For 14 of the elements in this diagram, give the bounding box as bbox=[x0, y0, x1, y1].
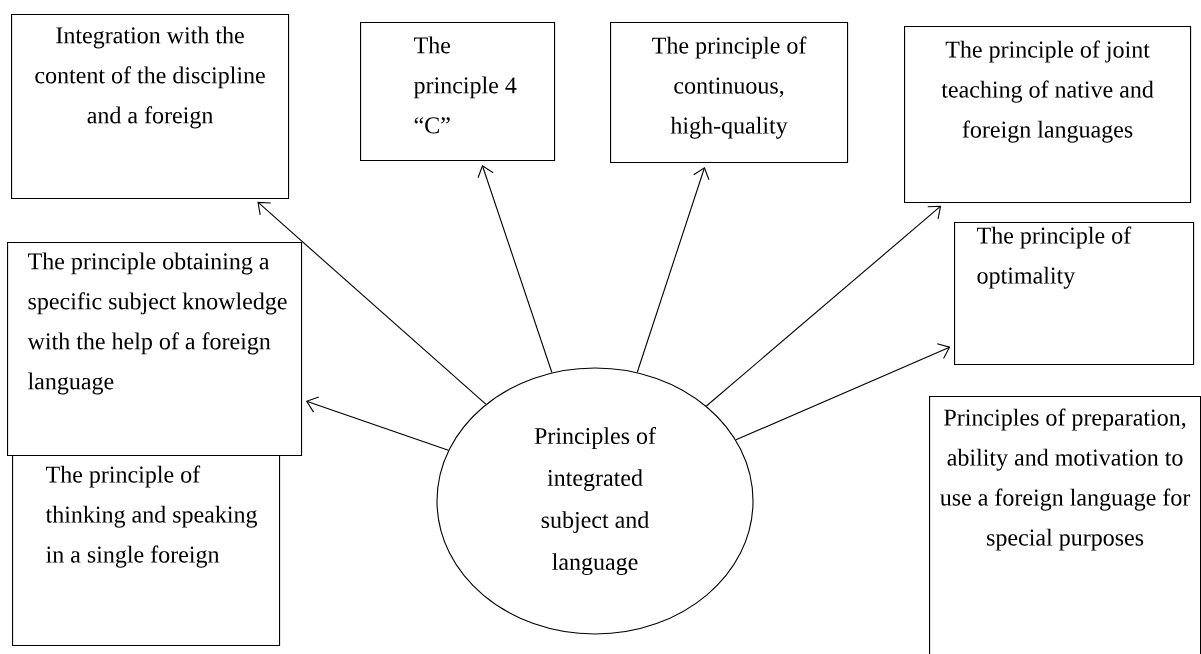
arrow bbox=[257, 201, 487, 405]
text-box: The principle 4 “C” bbox=[360, 22, 556, 162]
text-box: The principle of joint teaching of native and foreign languages bbox=[904, 26, 1192, 204]
text-box: The principle of continuous, high-quality bbox=[610, 22, 849, 164]
text-box: The principle of optimality bbox=[954, 222, 1195, 366]
arrow bbox=[477, 164, 553, 374]
text-box: Principles of preparation, ability and motivation to use a foreign language for special purposes bbox=[929, 396, 1201, 654]
arrow bbox=[636, 166, 710, 373]
arrow bbox=[735, 343, 951, 441]
arrow bbox=[305, 396, 449, 451]
text-box: Integration with the content of the discipline and a foreign bbox=[11, 14, 290, 200]
arrow bbox=[705, 205, 942, 407]
text-box: The principle of thinking and speaking in a single foreign bbox=[12, 455, 281, 647]
text-box: The principle obtaining a specific subject knowledge with the help of a foreign language bbox=[7, 242, 303, 457]
